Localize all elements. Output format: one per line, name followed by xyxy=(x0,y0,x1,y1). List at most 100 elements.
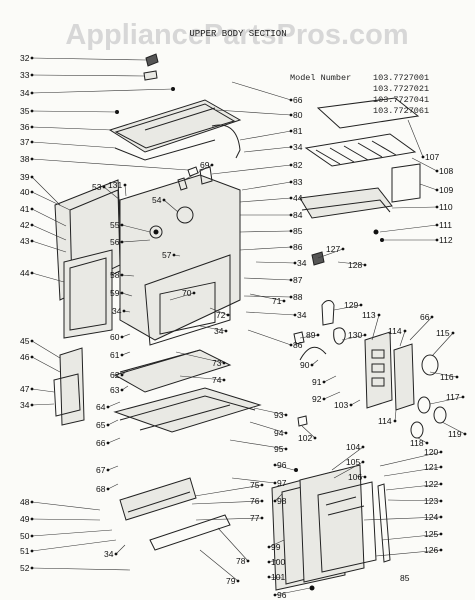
spacer-38 xyxy=(187,166,199,177)
part-label-74: 74 xyxy=(212,375,222,385)
leader-dot-80-54 xyxy=(289,113,293,117)
leader-dot-38-6 xyxy=(30,157,34,161)
hinge-rod-81 xyxy=(211,124,241,159)
oven-rack-107 xyxy=(316,97,420,129)
bottom-panel-94 xyxy=(119,395,256,421)
leader-dot-45-13 xyxy=(30,339,34,343)
leader-dot-37-5 xyxy=(30,140,34,144)
leader-dot-96-90 xyxy=(273,463,277,467)
part-label-85: 85 xyxy=(293,226,303,236)
leader-71-43 xyxy=(249,293,285,302)
part-label-33: 33 xyxy=(20,70,30,80)
leader-68-39 xyxy=(107,483,119,490)
leader-76-49 xyxy=(191,500,263,505)
leader-129-70 xyxy=(333,304,362,311)
leader-dot-104-97 xyxy=(361,445,365,449)
part-label-130: 130 xyxy=(348,330,362,340)
broiler-pan-64 xyxy=(113,349,232,393)
oven-cavity xyxy=(119,174,241,341)
part-label-96: 96 xyxy=(277,460,287,470)
leader-dot-77-50 xyxy=(260,516,264,520)
leader-dot-100-94 xyxy=(267,560,271,564)
leader-dot-124-104 xyxy=(439,515,443,519)
part-label-45: 45 xyxy=(20,336,30,346)
part-label-93: 93 xyxy=(274,410,284,420)
leader-51-20 xyxy=(31,539,117,552)
leader-120-100 xyxy=(379,451,442,467)
leader-dot-43-11 xyxy=(30,239,34,243)
leader-dot-88-65 xyxy=(289,295,293,299)
leader-46-14 xyxy=(31,356,61,373)
side-liner-44 xyxy=(63,249,113,339)
leader-94-88 xyxy=(249,421,287,434)
leader-53-22 xyxy=(103,186,121,201)
leader-dot-34-56 xyxy=(289,145,293,149)
part-label-106: 106 xyxy=(348,472,362,482)
leader-dot-34-30 xyxy=(122,309,126,313)
leader-dot-95-89 xyxy=(284,447,288,451)
part-number-labels: 3233343536373839404142434445464734484950… xyxy=(20,53,462,600)
leader-dot-96-96 xyxy=(273,593,277,597)
leader-dot-112-112 xyxy=(435,238,439,242)
model-number-block: Model Number 103.7727001 103.7727021 103… xyxy=(290,73,429,116)
leader-37-5 xyxy=(31,141,117,149)
control-chip-2 xyxy=(371,363,385,373)
window-reflection-2 xyxy=(327,505,365,516)
part-label-113: 113 xyxy=(362,310,376,320)
part-label-54: 54 xyxy=(152,195,162,205)
part-label-121: 121 xyxy=(424,462,438,472)
connector-89 xyxy=(293,331,305,345)
part-label-61: 61 xyxy=(110,350,120,360)
part-label-71: 71 xyxy=(272,296,282,306)
control-panel-114 xyxy=(393,343,415,411)
leader-dot-34-16 xyxy=(30,403,34,407)
bottom-trim-78 xyxy=(149,514,231,551)
leader-dot-74-47 xyxy=(222,378,226,382)
leader-dot-97-91 xyxy=(273,481,277,485)
leader-dot-86-67 xyxy=(289,343,293,347)
part-label-52: 52 xyxy=(20,563,30,573)
part-label-44: 44 xyxy=(293,193,303,203)
leader-32-0 xyxy=(31,57,147,61)
leader-dot-78-51 xyxy=(246,559,250,563)
model-number-2: 103.7727021 xyxy=(373,84,429,94)
fan-54 xyxy=(176,206,194,224)
part-label-63: 63 xyxy=(110,385,120,395)
leader-33-1 xyxy=(31,74,145,77)
terminal-129 xyxy=(321,300,335,326)
leader-77-50 xyxy=(195,517,263,521)
leader-dot-67-38 xyxy=(106,468,110,472)
part-label-70: 70 xyxy=(182,288,192,298)
part-label-65: 65 xyxy=(96,420,106,430)
leader-87-64 xyxy=(243,277,292,281)
leader-95-89 xyxy=(229,439,287,450)
leader-82-57 xyxy=(211,164,292,175)
leader-dot-62-33 xyxy=(120,373,124,377)
switch-127 xyxy=(311,251,325,266)
leader-dot-52-21 xyxy=(30,566,34,570)
leader-78-51 xyxy=(217,527,249,562)
leader-dot-65-36 xyxy=(106,423,110,427)
part-label-95: 95 xyxy=(274,444,284,454)
leader-dot-54-24 xyxy=(162,198,166,202)
leader-dot-131-23 xyxy=(123,183,127,187)
leader-86-67 xyxy=(247,329,292,346)
leader-45-13 xyxy=(31,340,61,359)
screw-96-bottom xyxy=(309,585,315,591)
leader-dot-101-95 xyxy=(267,575,271,579)
leader-34-16 xyxy=(31,403,55,406)
leader-74-47 xyxy=(179,375,225,381)
part-label-37: 37 xyxy=(20,137,30,147)
leader-42-10 xyxy=(31,224,67,241)
leader-dot-86-62 xyxy=(289,245,293,249)
part-label-127: 127 xyxy=(326,244,340,254)
drip-tray-lip xyxy=(301,199,391,213)
leader-dot-40-8 xyxy=(30,190,34,194)
leader-dot-35-3 xyxy=(30,109,34,113)
part-label-57: 57 xyxy=(162,250,172,260)
leader-119-85 xyxy=(441,421,466,435)
leader-dot-114-74 xyxy=(403,329,407,333)
part-label-66: 66 xyxy=(420,312,430,322)
leader-dot-125-105 xyxy=(439,532,443,536)
